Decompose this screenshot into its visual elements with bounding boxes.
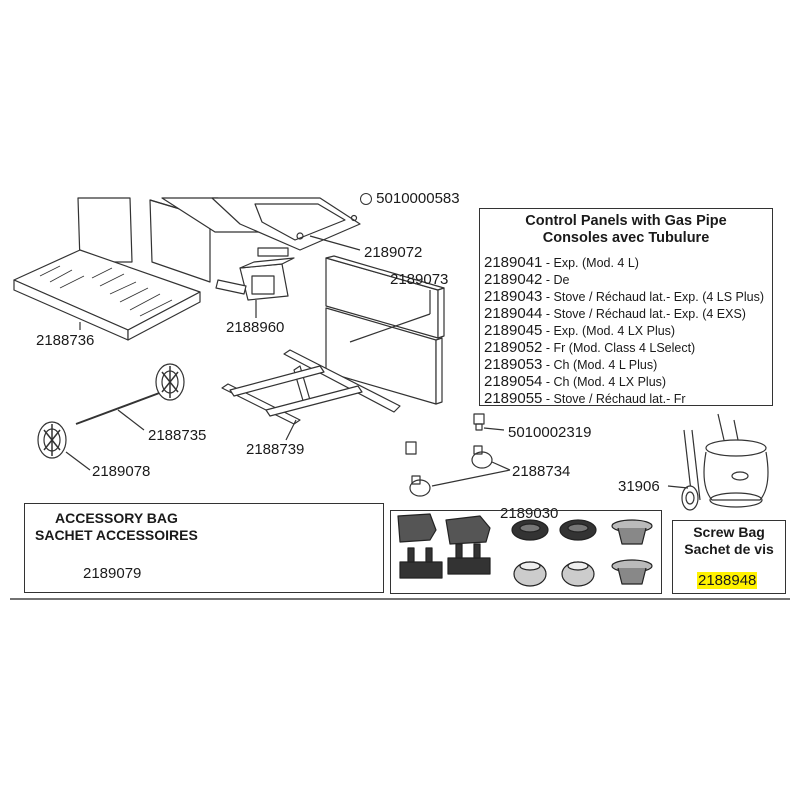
control-panel-item: 2189043 - Stove / Réchaud lat.- Exp. (4 … bbox=[484, 288, 764, 305]
wheel-lower bbox=[37, 421, 67, 459]
leader-2188735 bbox=[117, 409, 145, 431]
leader-2189072 bbox=[309, 235, 361, 251]
side-panel-left bbox=[77, 197, 133, 263]
leader-2189078 bbox=[65, 451, 91, 471]
control-panel-item: 2189041 - Exp. (Mod. 4 L) bbox=[484, 254, 764, 271]
callout-2188735: 2188735 bbox=[148, 427, 207, 444]
accessory-bag-subtitle: SACHET ACCESSOIRES bbox=[35, 527, 198, 543]
leader-31906 bbox=[667, 485, 689, 489]
leader-2189073-b bbox=[349, 313, 431, 343]
callout-2189072: 2189072 bbox=[364, 244, 423, 261]
control-panel-desc: - Exp. (Mod. 4 LX Plus) bbox=[542, 324, 676, 338]
callout-2188739: 2188739 bbox=[246, 441, 305, 458]
top-shelf-part bbox=[161, 197, 361, 251]
control-panel-item: 2189044 - Stove / Réchaud lat.- Exp. (4 … bbox=[484, 305, 764, 322]
control-panel-code: 2189055 bbox=[484, 390, 543, 407]
accessory-bag-code: 2189079 bbox=[83, 565, 142, 582]
control-panel-desc: - De bbox=[542, 273, 570, 287]
control-panels-box: Control Panels with Gas Pipe Consoles av… bbox=[479, 208, 773, 407]
back-panel-2189073 bbox=[325, 255, 445, 405]
control-panel-code: 2189045 bbox=[484, 322, 543, 339]
control-panels-title: Control Panels with Gas Pipe bbox=[525, 213, 727, 229]
screw-5010002319 bbox=[473, 413, 485, 431]
screw-bag-box: Screw Bag Sachet de vis 2188948 bbox=[672, 520, 786, 594]
foot-parts-2189030 bbox=[397, 513, 653, 587]
control-panel-desc: - Ch (Mod. 4 L Plus) bbox=[542, 358, 658, 372]
control-panel-code: 2189054 bbox=[484, 373, 543, 390]
control-panel-code: 2189042 bbox=[484, 271, 543, 288]
control-panels-subtitle: Consoles avec Tubulure bbox=[542, 230, 710, 246]
callout-5010002319: 5010002319 bbox=[508, 424, 592, 441]
control-panel-item: 2189045 - Exp. (Mod. 4 LX Plus) bbox=[484, 322, 764, 339]
control-panel-item: 2189053 - Ch (Mod. 4 L Plus) bbox=[484, 356, 764, 373]
control-panel-code: 2189044 bbox=[484, 305, 543, 322]
control-panel-code: 2189052 bbox=[484, 339, 543, 356]
control-panel-desc: - Fr (Mod. Class 4 LSelect) bbox=[542, 341, 696, 355]
wheel-upper bbox=[155, 363, 185, 401]
callout-2189030: 2189030 bbox=[500, 505, 559, 522]
leader-2188734-a bbox=[431, 469, 511, 487]
control-panel-item: 2189042 - De bbox=[484, 271, 764, 288]
foot-parts-box bbox=[390, 510, 662, 594]
callout-cutoff: 5010000583 bbox=[360, 190, 460, 207]
axle-2188735 bbox=[75, 391, 163, 425]
callout-2189073: 2189073 bbox=[390, 271, 449, 288]
callout-2188734: 2188734 bbox=[512, 463, 571, 480]
control-panel-desc: - Ch (Mod. 4 LX Plus) bbox=[542, 375, 667, 389]
control-panel-code: 2189053 bbox=[484, 356, 543, 373]
screw-bag-code: 2188948 bbox=[697, 572, 758, 589]
callout-31906: 31906 bbox=[618, 478, 660, 495]
frame-2188739 bbox=[221, 349, 401, 425]
part-2188960 bbox=[215, 247, 295, 301]
control-panel-code: 2189041 bbox=[484, 254, 543, 271]
leader-2188739 bbox=[285, 419, 297, 441]
caster-parts-2188734 bbox=[405, 441, 493, 497]
accessory-bag-title: ACCESSORY BAG bbox=[55, 510, 178, 526]
control-panel-item: 2189055 - Stove / Réchaud lat.- Fr bbox=[484, 390, 764, 407]
control-panel-item: 2189052 - Fr (Mod. Class 4 LSelect) bbox=[484, 339, 764, 356]
screw-bag-title: Screw Bag bbox=[693, 524, 765, 540]
control-panel-desc: - Stove / Réchaud lat.- Exp. (4 EXS) bbox=[542, 307, 746, 321]
control-panel-desc: - Stove / Réchaud lat.- Fr bbox=[542, 392, 686, 406]
callout-2188736: 2188736 bbox=[36, 332, 95, 349]
control-panel-desc: - Stove / Réchaud lat.- Exp. (4 LS Plus) bbox=[542, 290, 765, 304]
screw-bag-code-highlight: 2188948 bbox=[697, 572, 758, 589]
nut-icon bbox=[360, 193, 372, 206]
callout-2188960: 2188960 bbox=[226, 319, 285, 336]
leader-5010002319 bbox=[483, 427, 505, 431]
screw-bag-subtitle: Sachet de vis bbox=[684, 541, 774, 557]
grate-2188736 bbox=[13, 249, 201, 341]
control-panel-code: 2189043 bbox=[484, 288, 543, 305]
accessory-bag-box: ACCESSORY BAG SACHET ACCESSOIRES 2189079 bbox=[24, 503, 384, 593]
gas-bottle-31906 bbox=[681, 413, 769, 511]
callout-2189078: 2189078 bbox=[92, 463, 151, 480]
control-panel-desc: - Exp. (Mod. 4 L) bbox=[542, 256, 639, 270]
leader-2188734-b bbox=[491, 461, 511, 471]
control-panel-item: 2189054 - Ch (Mod. 4 LX Plus) bbox=[484, 373, 764, 390]
